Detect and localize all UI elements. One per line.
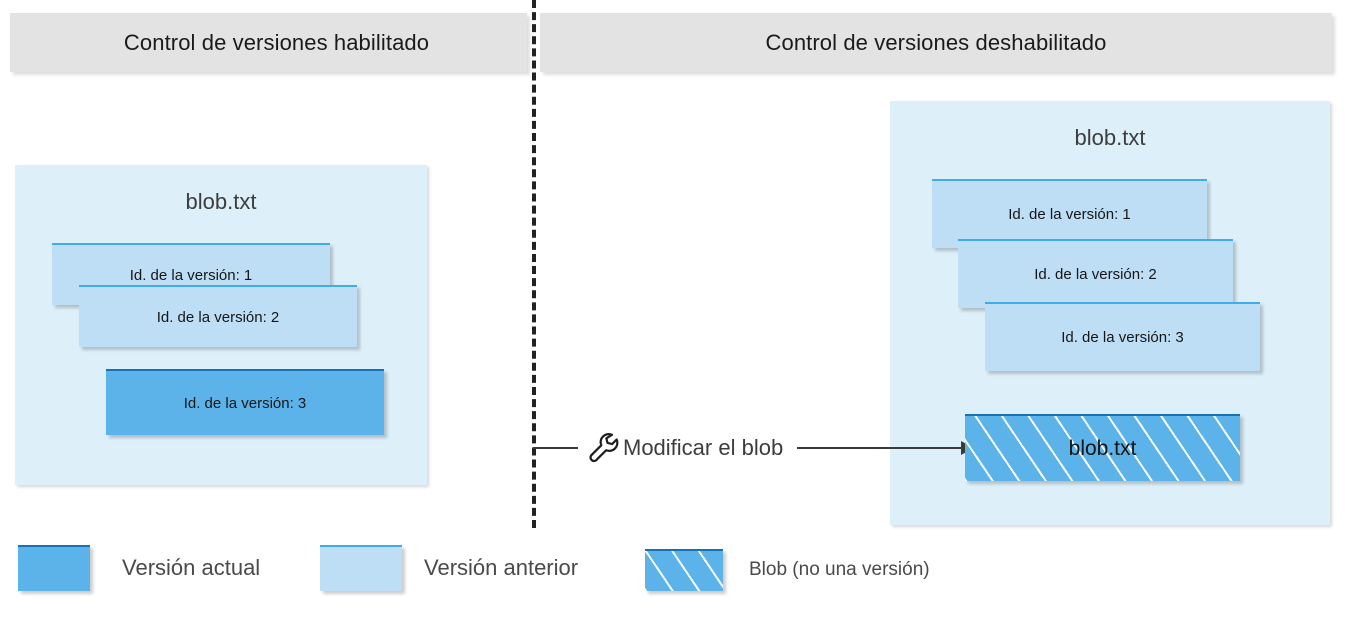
- legend-swatch-previous-version: [320, 545, 402, 591]
- header-versioning-enabled: Control de versiones habilitado: [10, 13, 527, 72]
- modify-blob-connector: Modificar el blob: [533, 430, 974, 466]
- legend-label-previous-version: Versión anterior: [424, 555, 579, 580]
- version-card-left-2-label: Id. de la versión: 2: [156, 308, 280, 326]
- header-versioning-disabled: Control de versiones deshabilitado: [540, 13, 1332, 72]
- legend-label-current-version: Versión actual: [122, 555, 261, 580]
- version-card-right-1-label: Id. de la versión: 1: [1008, 206, 1131, 223]
- connector-right-arrow: [797, 441, 974, 455]
- legend-item-current-version: Versión actual: [18, 542, 260, 594]
- connector-left-line: [533, 447, 578, 449]
- version-card-left-2: Id. de la versión: 2: [79, 285, 357, 347]
- legend: Versión actual Versión anterior Blob (no…: [0, 538, 1345, 608]
- header-versioning-disabled-label: Control de versiones deshabilitado: [765, 29, 1107, 55]
- version-card-left-3: Id. de la versión: 3: [106, 369, 384, 435]
- blob-panel-left-title: blob.txt: [185, 189, 257, 214]
- version-card-right-1: Id. de la versión: 1: [932, 179, 1207, 248]
- header-versioning-enabled-label: Control de versiones habilitado: [123, 29, 430, 55]
- legend-swatch-blob-not-a-version: [645, 549, 723, 591]
- version-card-left-1-label: Id. de la versión: 1: [129, 266, 253, 284]
- wrench-icon: [589, 433, 619, 463]
- legend-label-blob-not-a-version: Blob (no una versión): [749, 559, 930, 580]
- version-card-left-3-label: Id. de la versión: 3: [183, 394, 307, 412]
- version-card-right-3-label: Id. de la versión: 3: [1061, 329, 1184, 346]
- legend-item-blob-not-a-version: Blob (no una versión): [645, 544, 930, 596]
- legend-item-previous-version: Versión anterior: [320, 542, 578, 594]
- modify-blob-label: Modificar el blob: [623, 435, 784, 460]
- legend-swatch-current-version: [18, 545, 90, 591]
- connector-right-line: [797, 447, 973, 449]
- blob-panel-right-title: blob.txt: [1074, 125, 1146, 150]
- version-card-right-2: Id. de la versión: 2: [958, 239, 1233, 308]
- version-card-right-3: Id. de la versión: 3: [985, 302, 1260, 371]
- blob-not-a-version-box: blob.txt: [965, 414, 1240, 481]
- blob-not-a-version-label: blob.txt: [1068, 436, 1137, 460]
- vertical-dashed-divider: [532, 0, 536, 528]
- version-card-right-2-label: Id. de la versión: 2: [1034, 266, 1157, 283]
